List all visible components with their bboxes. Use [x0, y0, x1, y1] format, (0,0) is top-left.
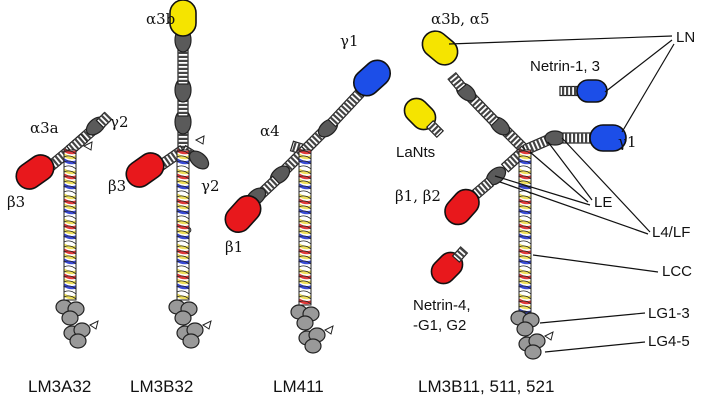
lm411-gamma-ln-head: [352, 59, 392, 97]
ln-leader-gamma: [621, 43, 675, 133]
lg45-domain-label: LG4-5: [648, 333, 690, 350]
cleavage-marker: [82, 141, 93, 151]
l4lf-domain-label: L4/LF: [652, 224, 690, 241]
lg45-leader: [544, 341, 646, 353]
name-lm3b32: LM3B32: [130, 377, 193, 396]
lm5-gamma-ln-head: [589, 124, 627, 152]
netrin4-label-line2: -G1, G2: [413, 317, 466, 334]
lm5-coiled-coil: [518, 148, 532, 315]
lm411-beta-label: β1: [225, 238, 243, 256]
lm5-alpha-label: α3b, α5: [431, 10, 489, 28]
lants-label: LaNts: [396, 144, 435, 161]
name-lm411: LM411: [273, 377, 324, 396]
netrin4-fragment: [430, 246, 469, 285]
lm3a32-alpha-label: α3a: [30, 119, 59, 137]
netrin4-rod: [451, 246, 469, 263]
lm5-lg-domains: [510, 310, 554, 360]
lm3a32-beta-label: β3: [7, 193, 25, 211]
molecule-lm3a32: [15, 111, 113, 190]
netrin13-head: [576, 79, 608, 103]
le-leader-2: [529, 151, 589, 203]
lants-fragment: [403, 97, 445, 139]
lm5-beta-ln-head: [444, 188, 480, 226]
lm3a32-gamma-label: γ2: [110, 113, 129, 131]
netrin13-rod: [559, 85, 578, 97]
molecule-lm5-group: [421, 30, 627, 226]
lm3a32-coiled-coil: [63, 148, 77, 301]
molecule-lm3b32: [125, 0, 210, 234]
lm3b32-gamma-label: γ2: [201, 177, 220, 195]
l4lf-leader-2: [499, 181, 649, 235]
lm5-gamma-label: γ1: [618, 133, 637, 151]
lm3b32-lg-domains: [168, 299, 212, 349]
ln-domain-label: LN: [676, 29, 695, 46]
ln-leader-alpha: [448, 35, 673, 45]
netrin13-label: Netrin-1, 3: [530, 58, 600, 75]
lm3a32-gamma-tip: [95, 111, 113, 129]
l4lf-leader-1: [561, 137, 651, 233]
ln-leader-netrin: [604, 39, 673, 93]
le-leader-3: [494, 175, 591, 206]
lm411-lg-domains: [290, 304, 334, 354]
lants-rod: [425, 119, 445, 139]
lm3b32-beta-label: β3: [108, 177, 126, 195]
lm411-coiled-coil: [298, 148, 312, 306]
lm3b32-gamma-knob: [188, 150, 210, 170]
lcc-leader: [532, 254, 659, 273]
lm5-gamma-rod-b: [562, 132, 593, 144]
name-lm3a32: LM3A32: [28, 377, 91, 396]
lg13-leader: [539, 312, 646, 324]
lm3b32-coiled-coil: [176, 148, 190, 301]
lm3a32-lg-domains: [55, 299, 99, 349]
lm411-gamma-rod-b: [327, 88, 365, 128]
lm411-gamma-label: γ1: [340, 32, 359, 50]
lg13-domain-label: LG1-3: [648, 305, 690, 322]
lm411-beta-ln-head: [224, 194, 262, 234]
le-leader-1: [547, 141, 593, 201]
lm5-alpha-ln-head: [421, 30, 459, 66]
le-domain-label: LE: [594, 194, 612, 211]
lm3a32-beta-ln-head: [15, 154, 55, 190]
lm5-alpha-rod-c: [447, 71, 467, 93]
netrin13-fragment: [559, 79, 608, 103]
lm3b32-beta-ln-head: [125, 152, 165, 188]
lm5-beta-label: β1, β2: [395, 187, 441, 205]
name-lm5-group: LM3B11, 511, 521: [418, 377, 554, 396]
cleavage-marker: [194, 135, 205, 145]
lm3b32-alpha-label: α3b: [146, 10, 175, 28]
lcc-domain-label: LCC: [662, 263, 692, 280]
lm3b32-alpha-ln-head: [169, 0, 197, 37]
lm411-alpha-label: α4: [260, 122, 280, 140]
netrin4-label-line1: Netrin-4,: [413, 297, 471, 314]
